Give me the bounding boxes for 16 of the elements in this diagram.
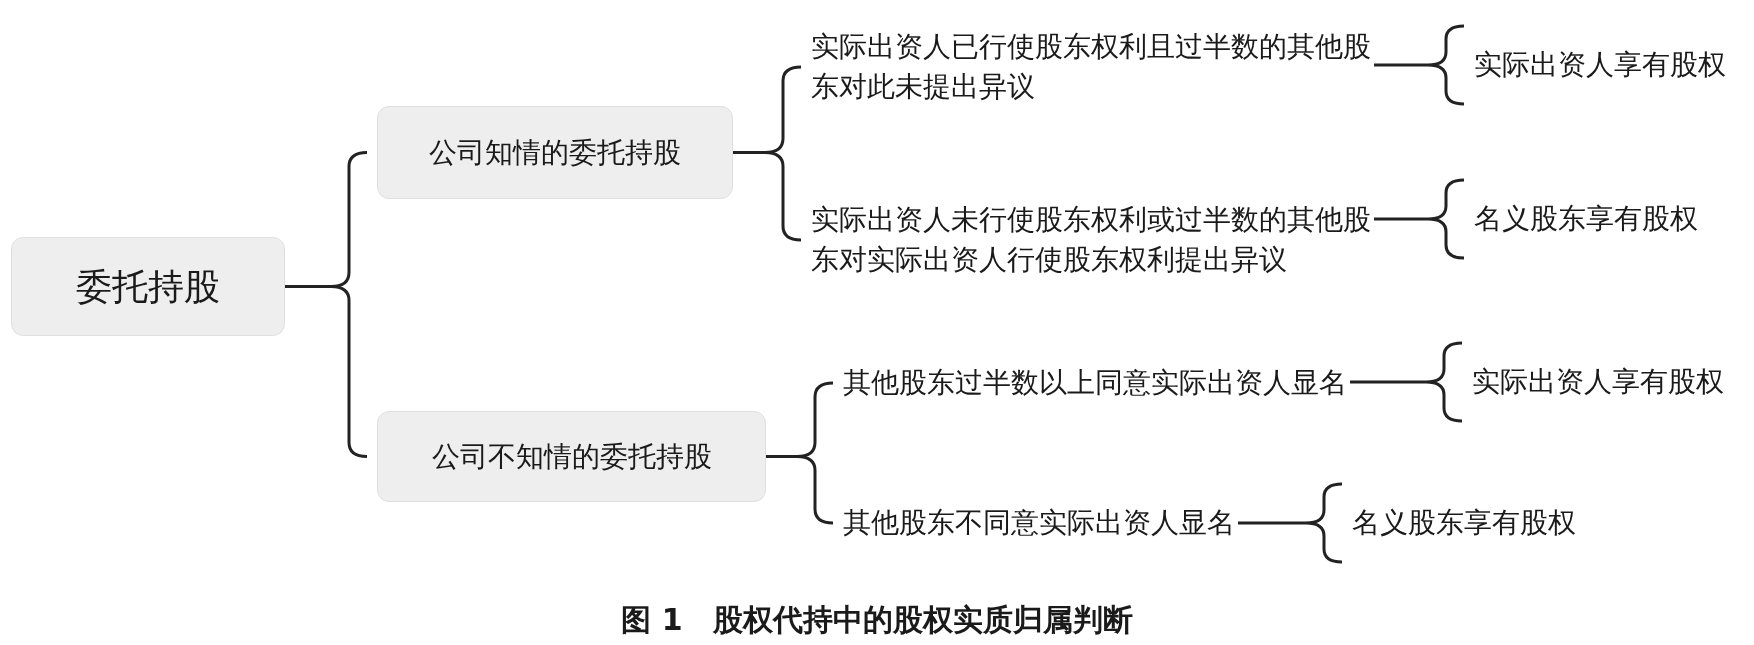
result-text: 实际出资人享有股权: [1472, 361, 1747, 403]
brace: [1348, 341, 1464, 423]
result-text: 实际出资人享有股权: [1474, 44, 1749, 86]
result-text: 名义股东享有股权: [1474, 198, 1749, 240]
brace: [1236, 482, 1344, 564]
figure-caption: 图 1 股权代持中的股权实质归属判断: [621, 602, 1133, 637]
topic-box: 委托持股: [11, 237, 285, 336]
condition-text: 实际出资人已行使股东权利且过半数的其他股东对此未提出异议: [811, 26, 1374, 108]
topic-box: 公司不知情的委托持股: [377, 411, 766, 502]
condition-text: 其他股东不同意实际出资人显名: [843, 502, 1238, 544]
brace: [1372, 24, 1466, 106]
brace: [1372, 178, 1466, 260]
condition-text: 其他股东过半数以上同意实际出资人显名: [843, 362, 1350, 404]
topic-box: 公司知情的委托持股: [377, 106, 733, 199]
result-text: 名义股东享有股权: [1352, 502, 1627, 544]
condition-text: 实际出资人未行使股东权利或过半数的其他股东对实际出资人行使股东权利提出异议: [811, 199, 1374, 281]
